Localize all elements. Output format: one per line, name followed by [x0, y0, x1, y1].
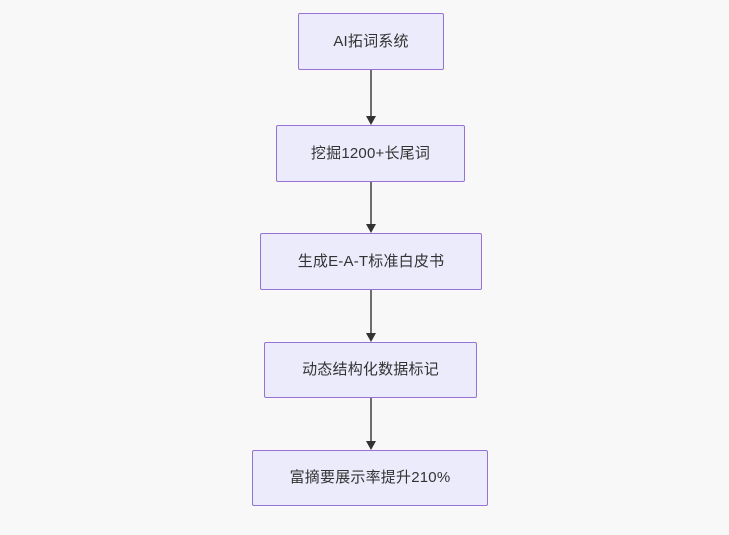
- edge-line: [370, 70, 372, 117]
- flow-node-ai-keyword-system[interactable]: AI拓词系统: [298, 13, 444, 70]
- flow-node-dynamic-structured-data-markup[interactable]: 动态结构化数据标记: [264, 342, 477, 398]
- arrowhead-icon: [366, 441, 376, 450]
- flow-node-label: 挖掘1200+长尾词: [310, 144, 431, 162]
- edge-line: [370, 290, 372, 334]
- flow-node-mine-longtail-keywords[interactable]: 挖掘1200+长尾词: [276, 125, 465, 182]
- arrowhead-icon: [366, 116, 376, 125]
- edge-line: [370, 182, 372, 225]
- flow-node-rich-snippet-rate-increase[interactable]: 富摘要展示率提升210%: [252, 450, 488, 506]
- flow-node-generate-eat-whitepaper[interactable]: 生成E-A-T标准白皮书: [260, 233, 482, 290]
- arrowhead-icon: [366, 224, 376, 233]
- flow-node-label: 动态结构化数据标记: [302, 361, 439, 378]
- flow-edge-2-3: [364, 182, 378, 233]
- flow-edge-1-2: [364, 70, 378, 125]
- flow-edge-4-5: [364, 398, 378, 450]
- flow-node-label: 生成E-A-T标准白皮书: [297, 252, 445, 270]
- edge-line: [370, 398, 372, 442]
- arrowhead-icon: [366, 333, 376, 342]
- flow-node-label: 富摘要展示率提升210%: [289, 469, 451, 486]
- flow-edge-3-4: [364, 290, 378, 342]
- flow-node-label: AI拓词系统: [333, 32, 409, 50]
